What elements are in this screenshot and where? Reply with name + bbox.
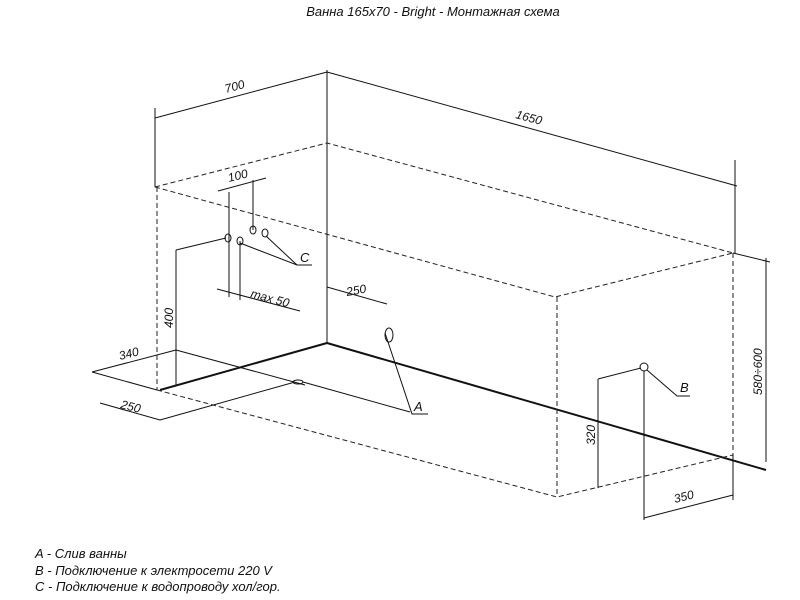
dim-length: 1650 [326,71,738,253]
dim-side: 340 250 [91,344,411,421]
legend-item-b: B - Подключение к электросети 220 V [35,562,272,578]
water-pipes: 100 max 50 C [216,166,312,312]
marker-c: C [300,250,310,265]
socket: B 320 350 [584,362,734,520]
dim-pipe-spacing-label: 100 [226,166,249,185]
dim-pipe-height-label: 400 [162,308,176,328]
legend-item-c: C - Подключение к водопроводу хол/гор. [35,579,281,594]
dim-drain-offset-label: 250 [344,282,367,299]
marker-a: A [413,399,423,414]
dim-side-340-label: 340 [117,344,140,363]
drawing-title: Ванна 165x70 - Bright - Монтажная схема [306,4,560,19]
dim-width-label: 700 [223,77,246,96]
dim-socket-height-label: 320 [584,425,598,445]
dim-height: 580÷600 [732,252,771,462]
dim-width: 700 [154,71,328,187]
dim-side-250-label: 250 [118,397,142,416]
legend-item-a: A - Слив ванны [35,546,127,561]
marker-b: B [680,380,689,395]
room-lines [159,70,767,471]
dim-height-label: 580÷600 [751,348,765,395]
dim-pipe-height: 400 [162,237,227,385]
legend: A - Слив ванны B - Подключение к электро… [35,546,281,596]
bathtub-outline [154,142,734,498]
dim-socket-offset-label: 350 [672,487,695,506]
dim-pipe-max-label: max 50 [249,286,291,310]
dim-length-label: 1650 [514,107,544,128]
drain: 250 A [326,282,428,415]
